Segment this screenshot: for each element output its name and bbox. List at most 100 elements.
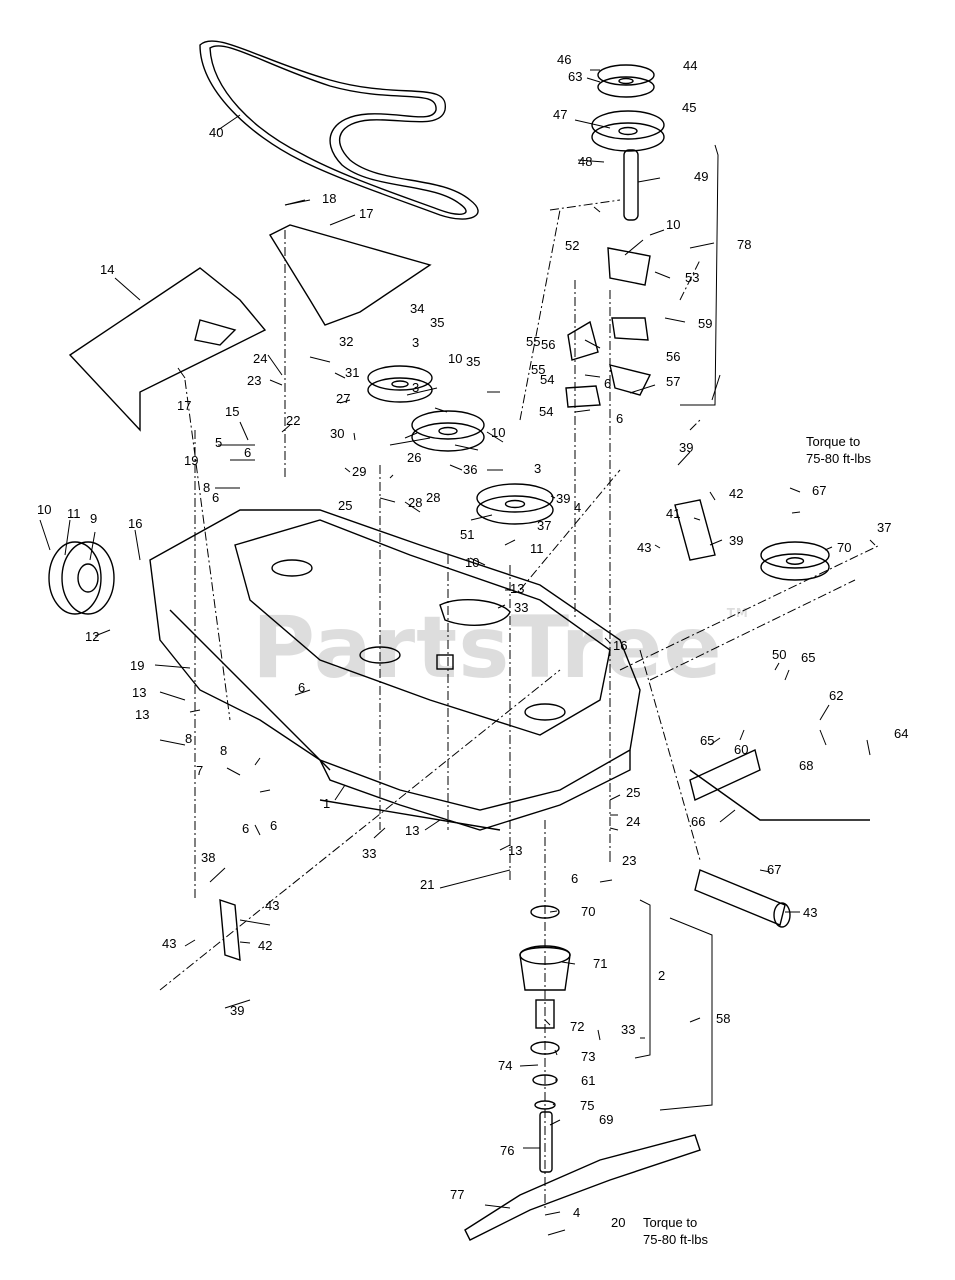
callout-65: 65 (801, 650, 815, 665)
callout-4: 4 (574, 500, 581, 515)
callout-1: 1 (323, 796, 330, 811)
callout-10: 10 (666, 217, 680, 232)
callout-78: 78 (737, 237, 751, 252)
callout-61: 61 (581, 1073, 595, 1088)
leader-83 (544, 1019, 551, 1026)
callout-65: 65 (700, 733, 714, 748)
spindle-shaft-50 (623, 149, 639, 221)
callout-15: 15 (225, 404, 239, 419)
callout-26: 26 (407, 450, 421, 465)
trademark-mark: TM (726, 606, 749, 620)
leader-92 (547, 1229, 566, 1236)
callout-59: 59 (698, 316, 712, 331)
deck-label-plate (436, 654, 454, 670)
leader-16 (404, 432, 418, 439)
leader-39 (550, 495, 556, 499)
callout-33: 33 (362, 846, 376, 861)
leader-49 (654, 271, 671, 279)
callout-35: 35 (466, 354, 480, 369)
leader-7 (281, 424, 291, 433)
callout-48: 48 (578, 154, 592, 169)
callout-51: 51 (460, 527, 474, 542)
shaft-66 (694, 869, 786, 926)
assembly-line-14 (549, 199, 621, 211)
callout-43: 43 (803, 905, 817, 920)
leader-35 (504, 539, 516, 546)
callout-54: 54 (539, 404, 553, 419)
callout-5: 5 (215, 435, 222, 450)
leader-2 (329, 214, 356, 226)
callout-14: 14 (100, 262, 114, 277)
shaft-59 (689, 749, 761, 801)
leader-18 (389, 437, 431, 446)
assembly-line-7 (184, 379, 231, 721)
assembly-line-13 (519, 469, 621, 591)
callout-54: 54 (540, 372, 554, 387)
pulley-45-hub (618, 77, 634, 85)
leader-113 (597, 1029, 601, 1041)
callout-10: 10 (448, 351, 462, 366)
callout-13: 13 (135, 707, 149, 722)
leader-53 (629, 384, 656, 394)
callout-12: 12 (85, 629, 99, 644)
leader-71 (709, 737, 721, 746)
callout-40: 40 (209, 125, 223, 140)
leader-91 (544, 1211, 561, 1216)
callout-21: 21 (420, 877, 434, 892)
torque-note-line2: 75-80 ft-lbs (643, 1232, 709, 1247)
leader-14 (389, 474, 394, 479)
pulley-69-hub (785, 557, 805, 565)
callout-36: 36 (463, 462, 477, 477)
leader-101 (159, 691, 186, 701)
callout-9: 9 (90, 511, 97, 526)
gauge-wheel-hub (77, 563, 99, 593)
callout-58: 58 (716, 1011, 730, 1026)
pulley-46 (591, 110, 665, 140)
leader-108 (209, 867, 226, 883)
leader-lines (39, 69, 881, 1236)
leader-115 (689, 1017, 701, 1023)
leader-13 (344, 467, 351, 473)
assembly-line-11 (619, 544, 881, 671)
callout-17: 17 (177, 398, 191, 413)
callout-74: 74 (498, 1058, 512, 1073)
callout-70: 70 (581, 904, 595, 919)
belt-41 (199, 40, 479, 220)
shaft-66-end (773, 902, 791, 928)
callout-46: 46 (557, 52, 571, 67)
group-bracket-77 (680, 144, 719, 406)
leader-12 (353, 432, 356, 441)
callout-52: 52 (565, 238, 579, 253)
callout-28: 28 (426, 490, 440, 505)
torque-note-line1: Torque to (806, 434, 860, 449)
callout-77: 77 (450, 1187, 464, 1202)
leader-45 (637, 177, 661, 183)
leader-67 (784, 669, 790, 681)
callout-6: 6 (604, 376, 611, 391)
leader-82 (561, 961, 576, 965)
leader-37 (497, 604, 506, 609)
callout-66: 66 (691, 814, 705, 829)
callout-73: 73 (581, 1049, 595, 1064)
callout-22: 22 (286, 413, 300, 428)
callout-43: 43 (265, 898, 279, 913)
callout-10: 10 (491, 425, 505, 440)
callout-39: 39 (729, 533, 743, 548)
callout-16: 16 (128, 516, 142, 531)
callout-43: 43 (162, 936, 176, 951)
callout-6: 6 (616, 411, 623, 426)
pulley-40-hub (504, 499, 526, 509)
callout-72: 72 (570, 1019, 584, 1034)
callout-19: 19 (184, 453, 198, 468)
callout-6: 6 (212, 490, 219, 505)
callout-45: 45 (682, 100, 696, 115)
spindle-shaft-75 (539, 1111, 553, 1173)
leader-80 (599, 879, 613, 883)
leader-33 (470, 514, 493, 521)
leader-65 (869, 539, 876, 546)
callout-32: 32 (339, 334, 353, 349)
callout-42: 42 (729, 486, 743, 501)
leader-106 (254, 757, 261, 766)
leader-63 (791, 511, 801, 514)
